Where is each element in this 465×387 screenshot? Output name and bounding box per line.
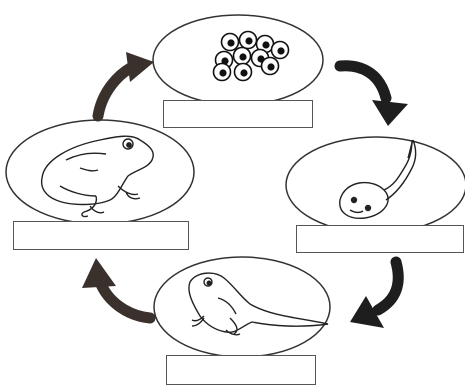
tadpole-label-box[interactable]: [296, 225, 464, 253]
eggs-label-box[interactable]: [163, 100, 313, 128]
arrow-froglet-to-adult: [82, 258, 150, 318]
arrow-eggs-to-tadpole: [340, 66, 408, 126]
arrow-adult-to-eggs: [98, 52, 154, 116]
froglet-label-box[interactable]: [166, 355, 316, 385]
arrow-tadpole-to-froglet: [350, 262, 398, 328]
adult-frog-label-box[interactable]: [13, 221, 189, 250]
